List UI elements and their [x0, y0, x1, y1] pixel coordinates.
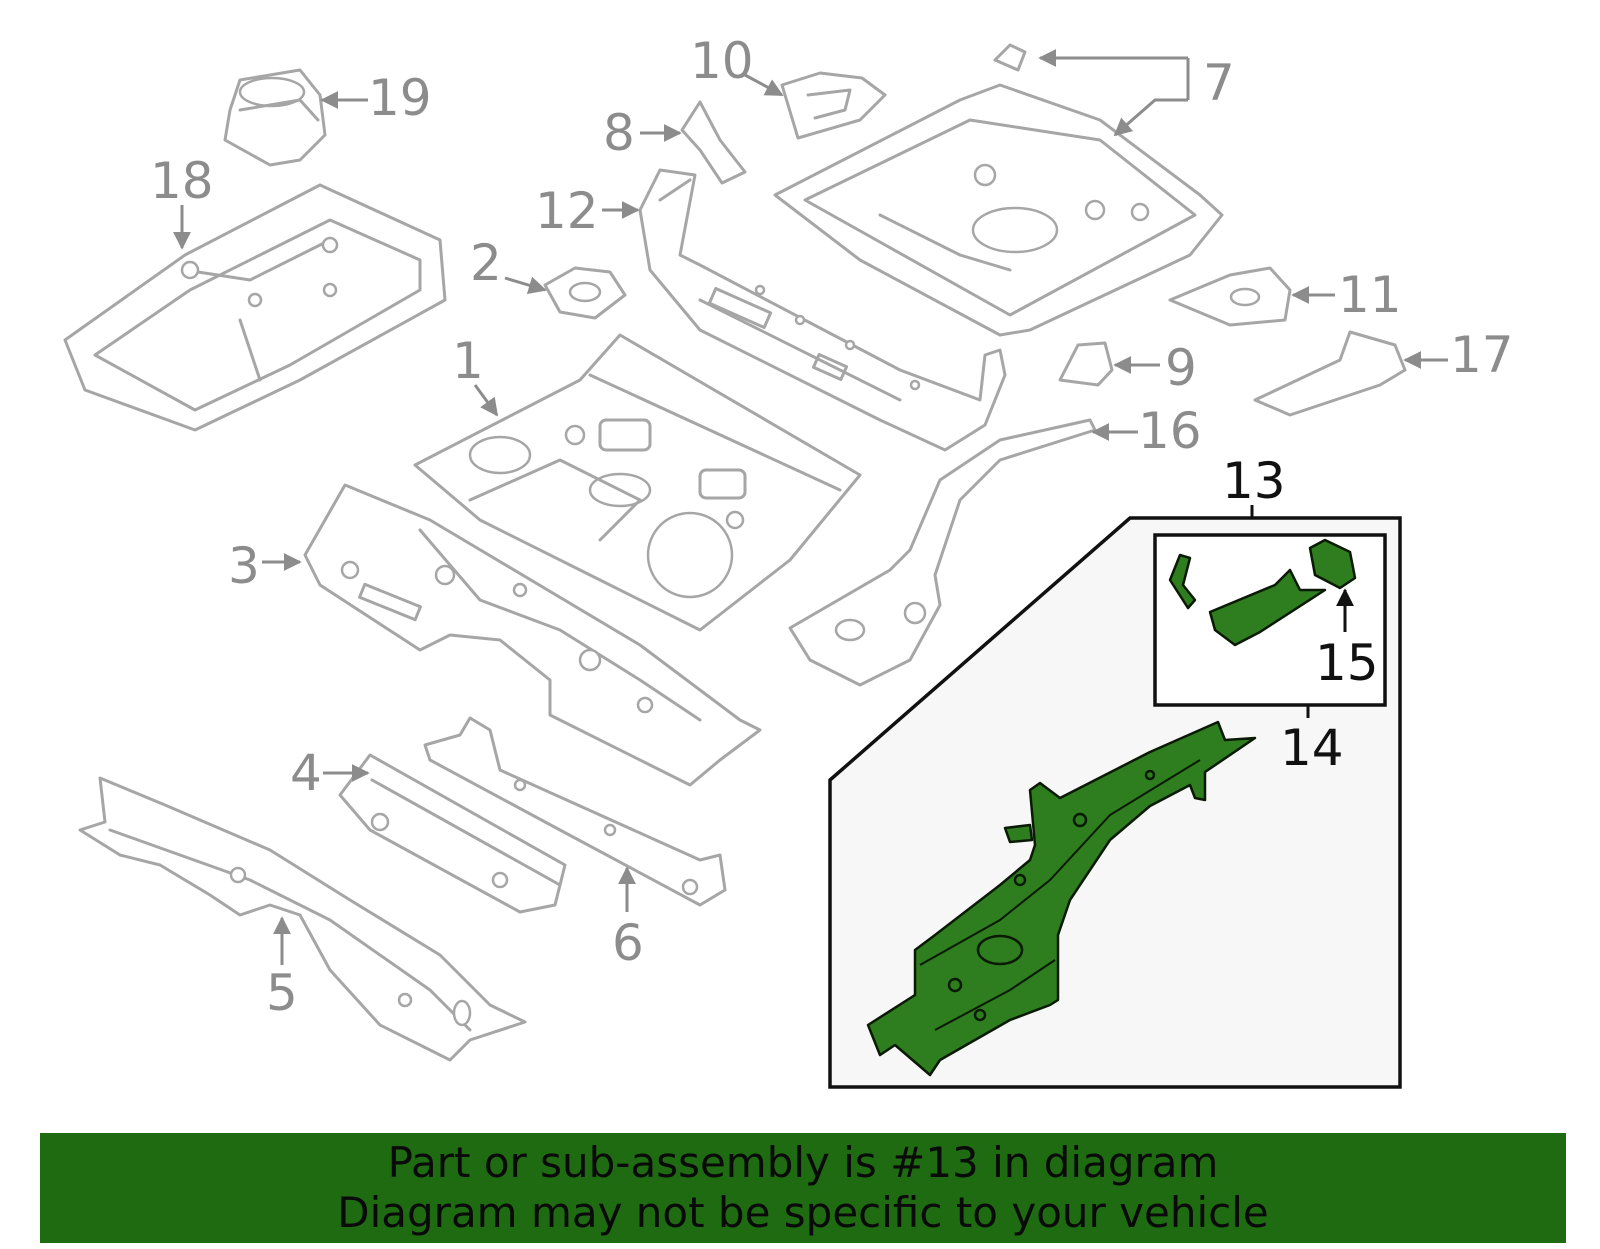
part-19-drawing: [223, 68, 327, 167]
banner-line-disclaimer: Diagram may not be specific to your vehi…: [337, 1188, 1269, 1237]
part-2-drawing: [543, 266, 627, 320]
callout-15: 15: [1315, 634, 1379, 692]
part-1-drawing: [413, 333, 862, 632]
part-14-drawing: [866, 720, 1257, 1077]
part-3-drawing: [303, 483, 762, 787]
callout-9: 9: [1165, 339, 1197, 397]
leader-lines: [173, 49, 1448, 965]
part-5-drawing: [78, 776, 527, 1062]
callout-14: 14: [1280, 719, 1344, 777]
part-11-drawing: [1168, 266, 1292, 327]
callout-6: 6: [612, 914, 644, 972]
callout-labels: 1 2 3 4 5 6 7 8 9 10 11 12 13 14 15 16 1…: [150, 32, 1514, 1022]
callout-10: 10: [690, 32, 754, 90]
callout-8: 8: [603, 104, 635, 162]
callout-18: 18: [150, 152, 214, 210]
banner-line-part: Part or sub-assembly is #13 in diagram: [387, 1138, 1219, 1187]
part-6-drawing: [423, 716, 727, 907]
callout-7: 7: [1203, 54, 1235, 112]
part-16-drawing: [788, 418, 1097, 687]
highlight-leaders: [1250, 505, 1354, 718]
part-10-drawing: [780, 71, 887, 140]
callout-5: 5: [266, 964, 298, 1022]
part-12-drawing: [638, 168, 1007, 452]
part-17-drawing: [1253, 330, 1407, 417]
callout-4: 4: [290, 744, 322, 802]
callout-12: 12: [535, 182, 599, 240]
callout-2: 2: [470, 234, 502, 292]
part-15-drawing: [1168, 538, 1357, 647]
part-9-drawing: [1058, 341, 1114, 387]
info-banner: Part or sub-assembly is #13 in diagram D…: [40, 1133, 1566, 1243]
callout-17: 17: [1450, 326, 1514, 384]
callout-3: 3: [228, 537, 260, 595]
callout-19: 19: [368, 69, 432, 127]
callout-11: 11: [1338, 266, 1402, 324]
callout-13: 13: [1222, 452, 1286, 510]
callout-1: 1: [452, 332, 484, 390]
part-18-drawing: [63, 183, 447, 432]
part-8-drawing: [680, 100, 747, 185]
part-7-drawing: [773, 43, 1224, 337]
callout-16: 16: [1138, 402, 1202, 460]
part-4-drawing: [338, 753, 567, 914]
